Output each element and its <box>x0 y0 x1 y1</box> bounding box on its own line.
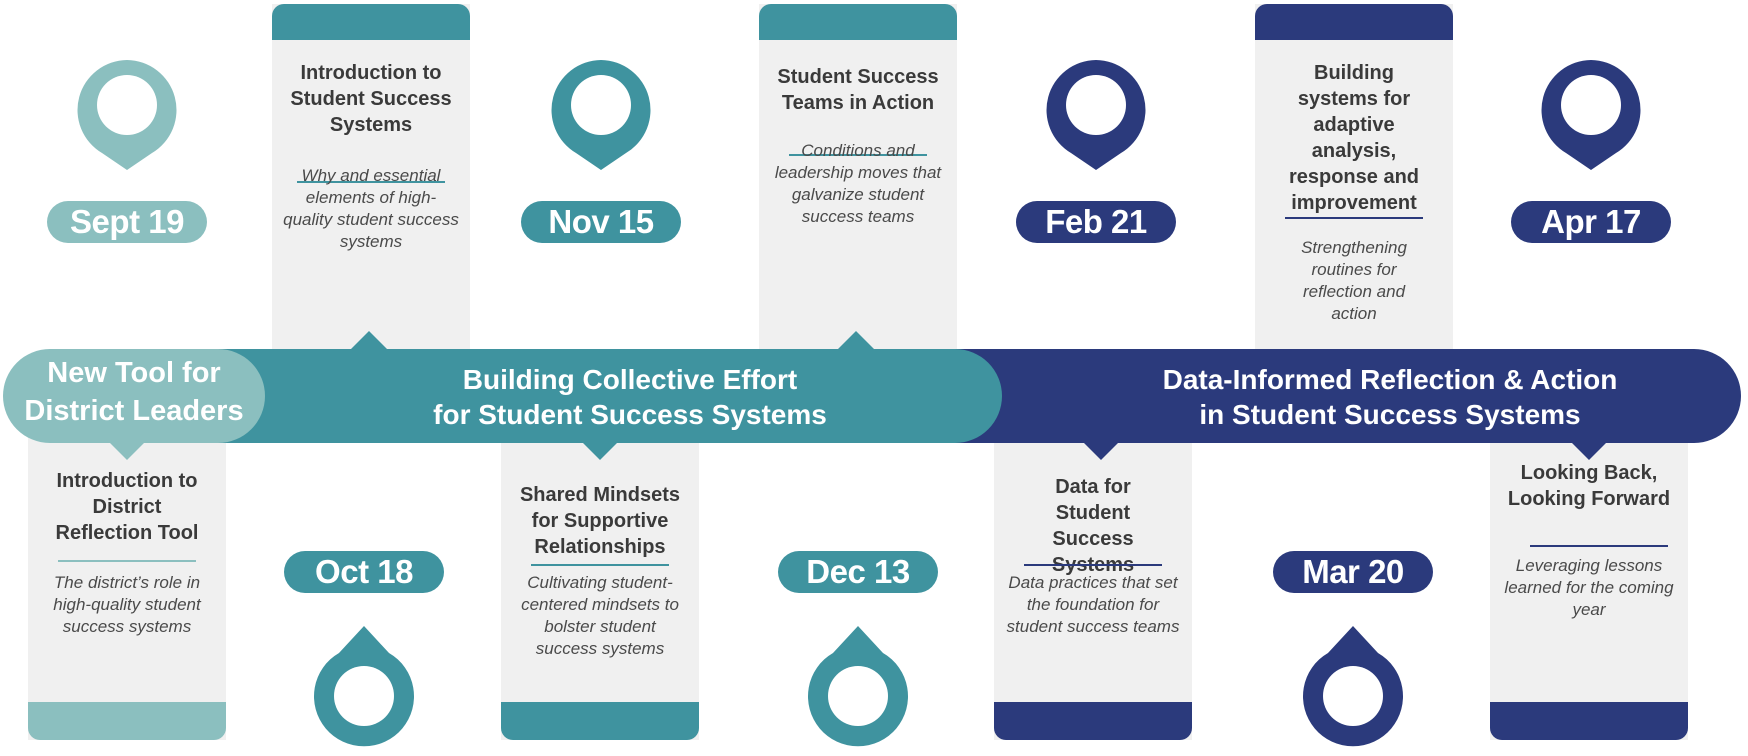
date-pill-dec13: Dec 13 <box>778 551 938 593</box>
connector-arrow <box>1571 442 1607 460</box>
map-pin-icon <box>314 626 414 747</box>
map-pin-icon <box>1046 60 1146 170</box>
session-card-oct18: Introduction to Student Success Systems … <box>272 4 470 356</box>
band-new-tool <box>3 349 265 443</box>
title-underline <box>789 154 927 156</box>
session-title: Shared Mindsets for Supportive Relations… <box>519 484 681 558</box>
band-data-informed <box>955 349 1741 443</box>
map-pin-icon <box>551 60 651 170</box>
connector-arrow <box>351 331 387 349</box>
band-line: Building Collective Effort <box>462 364 798 395</box>
date-pill-oct18: Oct 18 <box>284 551 444 593</box>
band-label-data-informed: Data-Informed Reflection & Action in Stu… <box>1100 362 1680 432</box>
session-card-dec13: Student Success Teams in Action Conditio… <box>759 4 957 356</box>
session-title: Data for Student Success Systems <box>1051 476 1135 576</box>
session-card-nov15: Shared Mindsets for Supportive Relations… <box>501 420 699 740</box>
card-cap <box>1490 702 1688 740</box>
card-cap <box>994 702 1192 740</box>
card-cap <box>501 702 699 740</box>
title-underline <box>1024 564 1162 566</box>
connector-arrow <box>838 331 874 349</box>
session-card-feb21: Data for Student Success Systems Data pr… <box>994 420 1192 740</box>
session-card-mar20: Building systems for adaptive analysis, … <box>1255 4 1453 356</box>
connector-arrow <box>1083 442 1119 460</box>
session-description: Why and essential elements of high-quali… <box>283 166 459 251</box>
session-card-apr17: Looking Back, Looking Forward Leveraging… <box>1490 420 1688 740</box>
session-title: Student Success Teams in Action <box>777 66 939 114</box>
map-pin-icon <box>808 626 908 747</box>
title-underline <box>1530 545 1668 547</box>
session-description: Data practices that set the foundation f… <box>1006 573 1180 636</box>
band-line: District Leaders <box>24 395 244 427</box>
band-line: New Tool for <box>47 357 221 389</box>
title-underline <box>1285 217 1423 219</box>
session-card-sept19: Introduction to District Reflection Tool… <box>28 420 226 740</box>
map-pin-icon <box>1303 626 1403 747</box>
connector-arrow <box>109 442 145 460</box>
date-pill-nov15: Nov 15 <box>521 201 681 243</box>
session-title: Building systems for adaptive analysis, … <box>1288 62 1420 214</box>
band-label-collective-effort: Building Collective Effort for Student S… <box>380 362 880 432</box>
session-title: Introduction to District Reflection Tool <box>55 470 199 544</box>
session-description: The district’s role in high-quality stud… <box>53 573 201 636</box>
session-title: Introduction to Student Success Systems <box>290 62 452 136</box>
date-pill-sept19: Sept 19 <box>47 201 207 243</box>
connector-arrow <box>582 442 618 460</box>
band-label-new-tool: New Tool for District Leaders <box>3 354 265 430</box>
map-pin-icon <box>1541 60 1641 170</box>
date-pill-apr17: Apr 17 <box>1511 201 1671 243</box>
band-line: Data-Informed Reflection & Action <box>1162 364 1618 395</box>
band-collective-effort <box>200 349 1002 443</box>
card-cap <box>1255 4 1453 40</box>
session-description: Strengthening routines for reflection an… <box>1301 238 1407 323</box>
session-description: Conditions and leadership moves that gal… <box>774 141 942 226</box>
date-pill-feb21: Feb 21 <box>1016 201 1176 243</box>
title-underline <box>531 564 669 566</box>
title-underline <box>58 560 196 562</box>
card-cap <box>28 702 226 740</box>
session-description: Cultivating student-centered mindsets to… <box>521 573 679 658</box>
band-line: in Student Success Systems <box>1199 399 1581 430</box>
session-title: Looking Back, Looking Forward <box>1507 462 1671 510</box>
title-underline <box>297 181 445 183</box>
card-cap <box>272 4 470 40</box>
date-pill-mar20: Mar 20 <box>1273 551 1433 593</box>
map-pin-icon <box>77 60 177 170</box>
band-line: for Student Success Systems <box>433 399 827 430</box>
card-cap <box>759 4 957 40</box>
session-description: Leveraging lessons learned for the comin… <box>1504 556 1674 619</box>
